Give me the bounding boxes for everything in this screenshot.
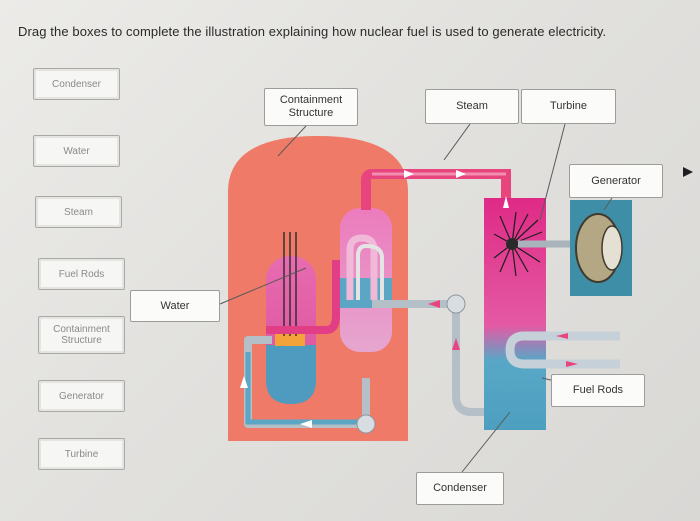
drag-box-steam[interactable]: Steam bbox=[35, 196, 122, 228]
mouse-cursor-icon bbox=[683, 167, 693, 177]
control-rods bbox=[283, 232, 297, 336]
turbine-housing bbox=[484, 198, 546, 430]
drop-label-steam[interactable]: Steam bbox=[425, 89, 519, 124]
drag-box-water[interactable]: Water bbox=[33, 135, 120, 167]
drag-box-generator[interactable]: Generator bbox=[38, 380, 125, 412]
drop-label-fuel-rods[interactable]: Fuel Rods bbox=[551, 374, 645, 407]
drop-label-water[interactable]: Water bbox=[130, 290, 220, 322]
drag-box-condenser[interactable]: Condenser bbox=[33, 68, 120, 100]
drag-box-turbine[interactable]: Turbine bbox=[38, 438, 125, 470]
drop-label-turbine[interactable]: Turbine bbox=[521, 89, 616, 124]
pump-primary bbox=[356, 414, 376, 434]
drag-box-containment-structure[interactable]: Containment Structure bbox=[38, 316, 125, 354]
pump-secondary bbox=[446, 294, 466, 314]
drop-label-generator[interactable]: Generator bbox=[569, 164, 663, 198]
instruction-text: Drag the boxes to complete the illustrat… bbox=[18, 24, 607, 39]
drop-label-condenser[interactable]: Condenser bbox=[416, 472, 504, 505]
drag-box-fuel-rods[interactable]: Fuel Rods bbox=[38, 258, 125, 290]
drop-label-containment-structure[interactable]: Containment Structure bbox=[264, 88, 358, 126]
